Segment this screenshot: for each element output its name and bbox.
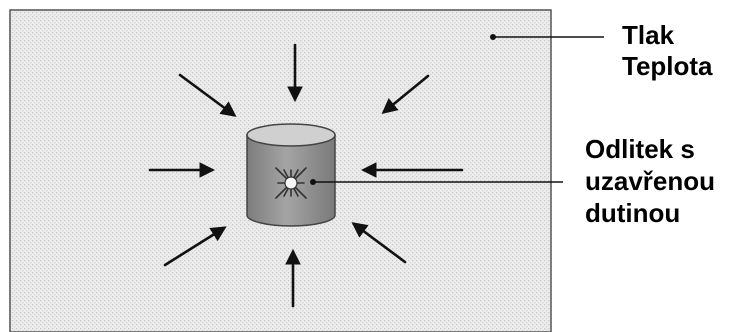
casting-label-line-3: dutinou [585, 198, 681, 228]
arrow-icon-bottom-right [351, 222, 407, 264]
leader-casting [310, 179, 563, 185]
arrow-icon-bottom-left [163, 226, 227, 267]
arrow-icon-top-right [381, 74, 430, 114]
temperature-label: Teplota [622, 51, 713, 81]
pressure-arrows [148, 43, 464, 308]
casting-label-line-1: Odlitek s [585, 134, 695, 164]
arrow-icon-top-left [178, 73, 237, 117]
casting-label-line-2: uzavřenou [585, 166, 716, 196]
pressure-label: Tlak [622, 20, 675, 50]
leader-pressure-temperature [490, 34, 604, 40]
starburst-icon [275, 167, 307, 199]
